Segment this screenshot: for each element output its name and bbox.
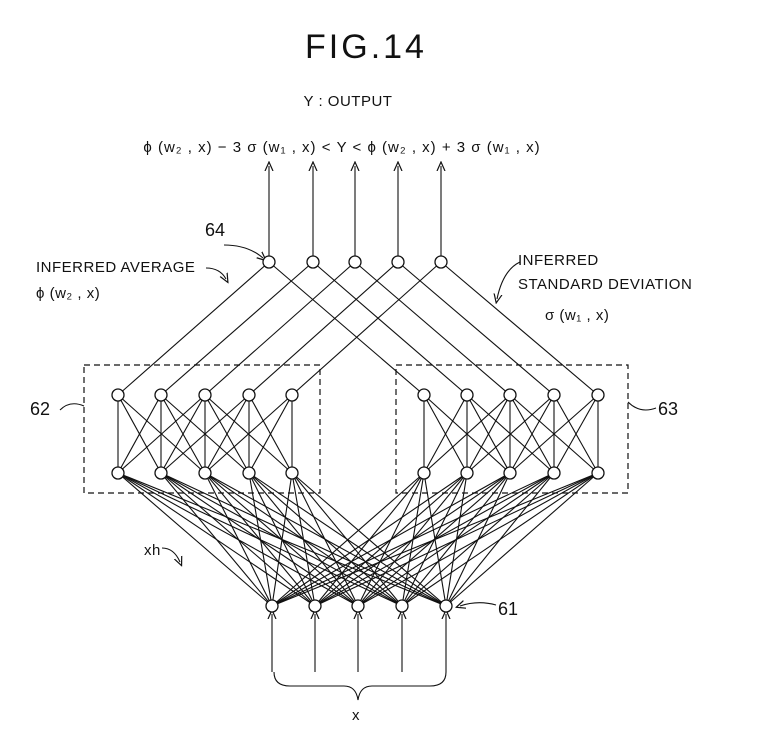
edge-left-block-internal <box>248 394 293 474</box>
edge-input-to-right-block <box>445 472 555 607</box>
edge-input-to-right-block <box>423 472 447 607</box>
edge-left-block-internal <box>160 394 250 474</box>
edge-right-block-internal <box>423 394 511 474</box>
input-node <box>439 599 453 613</box>
input-node <box>308 599 322 613</box>
right-block-top-node <box>547 388 561 402</box>
output-label: Y : OUTPUT <box>304 93 393 110</box>
edge-left-block-to-output <box>291 261 442 396</box>
output-node <box>348 255 362 269</box>
left-block-bottom-node <box>198 466 212 480</box>
right-block-bottom-node <box>591 466 605 480</box>
inferred-sd-label-line2: STANDARD DEVIATION <box>518 276 692 293</box>
edge-right-block-to-output <box>440 261 599 396</box>
edge-left-block-to-output <box>117 261 270 396</box>
nodes-group <box>111 255 605 613</box>
right-block-bottom-node <box>503 466 517 480</box>
output-node <box>262 255 276 269</box>
inferred-sd-formula: σ (w₁ , x) <box>545 307 609 324</box>
edge-left-block-to-output <box>248 261 399 396</box>
leader-62 <box>59 403 85 411</box>
output-node <box>434 255 448 269</box>
left-block-top-node <box>154 388 168 402</box>
input-node <box>395 599 409 613</box>
edge-left-block-internal <box>117 394 162 474</box>
edge-input-to-right-block <box>445 472 599 607</box>
inferred-average-label: INFERRED AVERAGE <box>36 259 195 276</box>
edge-left-block-internal <box>204 394 250 474</box>
edge-right-block-internal <box>509 394 599 474</box>
edge-right-block-internal <box>509 394 555 474</box>
edge-input-to-right-block <box>445 472 511 607</box>
edge-right-block-to-output <box>268 261 425 396</box>
left-block-top-node <box>198 388 212 402</box>
edge-right-block-internal <box>553 394 599 474</box>
ref-61: 61 <box>498 599 518 619</box>
right-block-top-node <box>503 388 517 402</box>
input-node <box>351 599 365 613</box>
left-block-bottom-node <box>154 466 168 480</box>
leader-63 <box>627 401 657 411</box>
figure-title: FIG.14 <box>305 28 427 66</box>
ref-63: 63 <box>658 399 678 419</box>
edge-right-block-to-output <box>397 261 555 396</box>
input-label: x <box>352 707 360 724</box>
left-block-top-node <box>285 388 299 402</box>
leader-64 <box>223 244 263 258</box>
left-block-bottom-node <box>285 466 299 480</box>
output-node <box>306 255 320 269</box>
edge-right-block-internal <box>466 394 511 474</box>
edge-input-to-left-block <box>248 472 447 607</box>
edge-left-block-internal <box>117 394 206 474</box>
output-node <box>391 255 405 269</box>
edge-input-to-left-block <box>117 472 316 607</box>
input-brace <box>273 671 447 701</box>
leader-average <box>205 267 226 279</box>
edge-left-block-to-output <box>204 261 356 396</box>
arrows-group <box>269 166 446 672</box>
leader-61 <box>460 603 497 606</box>
ref-64: 64 <box>205 220 225 240</box>
edge-input-to-left-block <box>291 472 447 607</box>
right-block-bottom-node <box>460 466 474 480</box>
weight-label: xh <box>144 542 161 559</box>
right-block-top-node <box>460 388 474 402</box>
left-block-top-node <box>111 388 125 402</box>
inferred-average-formula: ϕ (w₂ , x) <box>36 285 100 302</box>
right-block-top-node <box>417 388 431 402</box>
edge-input-to-left-block <box>204 472 447 607</box>
edge-right-block-to-output <box>312 261 468 396</box>
ref-62: 62 <box>30 399 50 419</box>
left-block-bottom-node <box>111 466 125 480</box>
right-block-top-node <box>591 388 605 402</box>
left-block-top-node <box>242 388 256 402</box>
edge-left-block-internal <box>160 394 206 474</box>
output-formula: ϕ (w₂ , x) − 3 σ (w₁ , x) < Y < ϕ (w₂ , … <box>143 139 540 156</box>
edge-input-to-left-block <box>117 472 359 607</box>
right-block-bottom-node <box>547 466 561 480</box>
edge-left-block-to-output <box>160 261 314 396</box>
edge-left-block-internal <box>204 394 293 474</box>
edge-input-to-right-block <box>445 472 468 607</box>
edge-input-to-left-block <box>117 472 403 607</box>
right-block-bottom-node <box>417 466 431 480</box>
edge-input-to-left-block <box>160 472 447 607</box>
block-62-box <box>83 364 321 494</box>
edge-input-to-left-block <box>117 472 273 607</box>
leader-xh <box>161 547 180 562</box>
edge-right-block-internal <box>423 394 468 474</box>
edges-group <box>117 261 599 607</box>
input-node <box>265 599 279 613</box>
inferred-sd-label-line1: INFERRED <box>518 252 599 269</box>
edge-right-block-internal <box>466 394 555 474</box>
edge-input-to-left-block <box>117 472 447 607</box>
edge-right-block-to-output <box>354 261 511 396</box>
left-block-bottom-node <box>242 466 256 480</box>
leader-sd <box>497 261 521 299</box>
